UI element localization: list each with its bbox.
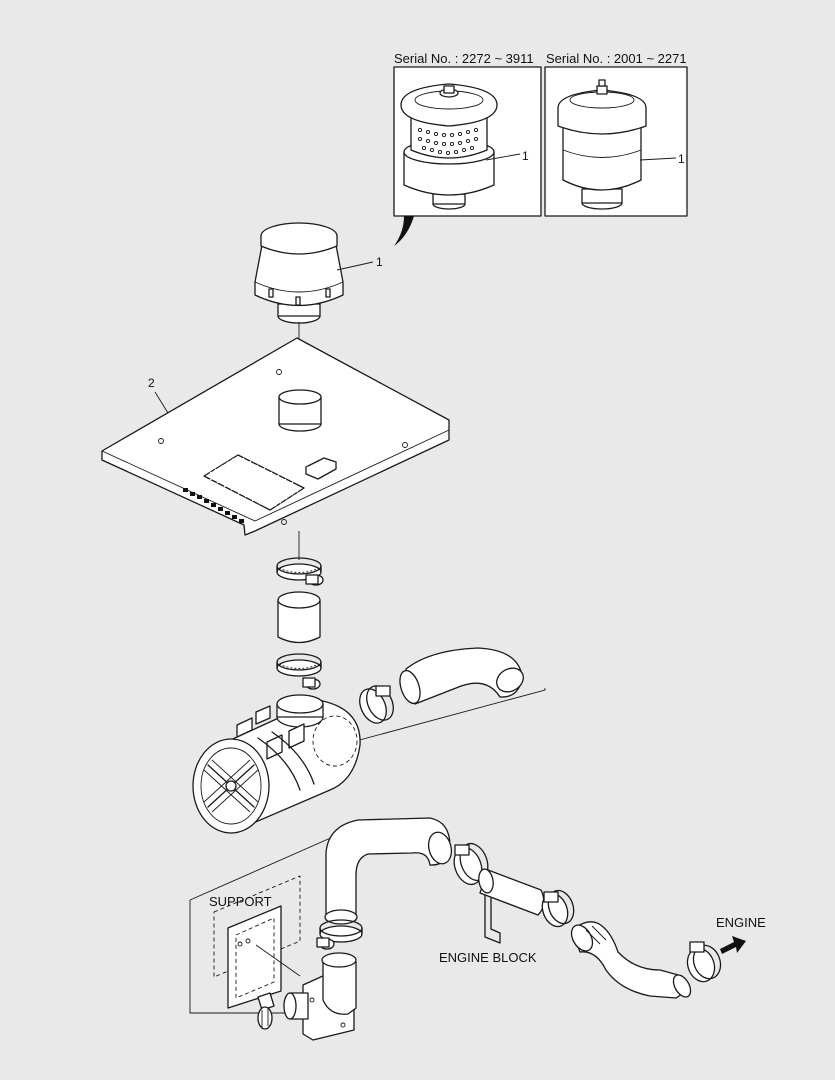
elbow-outlet-icon — [283, 952, 357, 1041]
inset-left: Serial No. : 2272 ~ 3911 1 — [393, 51, 542, 246]
engine-block-pipe-icon — [478, 868, 545, 944]
knob-bolt-icon — [257, 992, 275, 1030]
mesh-pattern — [417, 127, 479, 156]
cover-plate-icon — [101, 337, 450, 536]
inset-left-callout: 1 — [522, 149, 529, 163]
engine-hose-icon — [570, 921, 692, 999]
vent-grid — [203, 454, 305, 511]
inset-right: Serial No. : 2001 ~ 2271 1 — [544, 51, 688, 217]
precleaner-variant-a-icon — [400, 83, 521, 210]
filter-housing-icon — [192, 688, 546, 834]
precleaner-variant-b-icon — [557, 79, 677, 210]
elbow-hose-lower-icon — [324, 817, 453, 925]
clamp-hose-mid-icon — [453, 842, 489, 886]
rubber-sleeve-icon — [277, 591, 321, 644]
precleaner-callout: 1 — [376, 255, 383, 269]
engine-direction-arrow-icon — [720, 936, 746, 954]
clamp-hose-right-icon — [541, 889, 575, 928]
inset-pointer-arrow-icon — [394, 216, 414, 246]
inset-right-serial: Serial No. : 2001 ~ 2271 — [546, 51, 687, 66]
clamp-upper-icon — [276, 557, 324, 586]
plate-callout: 2 — [148, 376, 155, 390]
engine-label: ENGINE — [716, 915, 766, 930]
clamp-support-icon — [316, 919, 363, 950]
precleaner-main-icon — [254, 222, 374, 324]
inset-left-serial: Serial No. : 2272 ~ 3911 — [394, 51, 534, 66]
vent-slots — [183, 488, 244, 523]
inset-right-callout: 1 — [678, 152, 685, 166]
clamp-engine-icon — [686, 941, 722, 983]
clamp-hose-upper-icon — [359, 685, 394, 724]
support-label: SUPPORT — [209, 894, 272, 909]
elbow-hose-upper-icon — [399, 647, 524, 705]
engine-block-label: ENGINE BLOCK — [439, 950, 537, 965]
guide-line — [303, 688, 546, 756]
clamp-lower-icon — [276, 653, 322, 690]
